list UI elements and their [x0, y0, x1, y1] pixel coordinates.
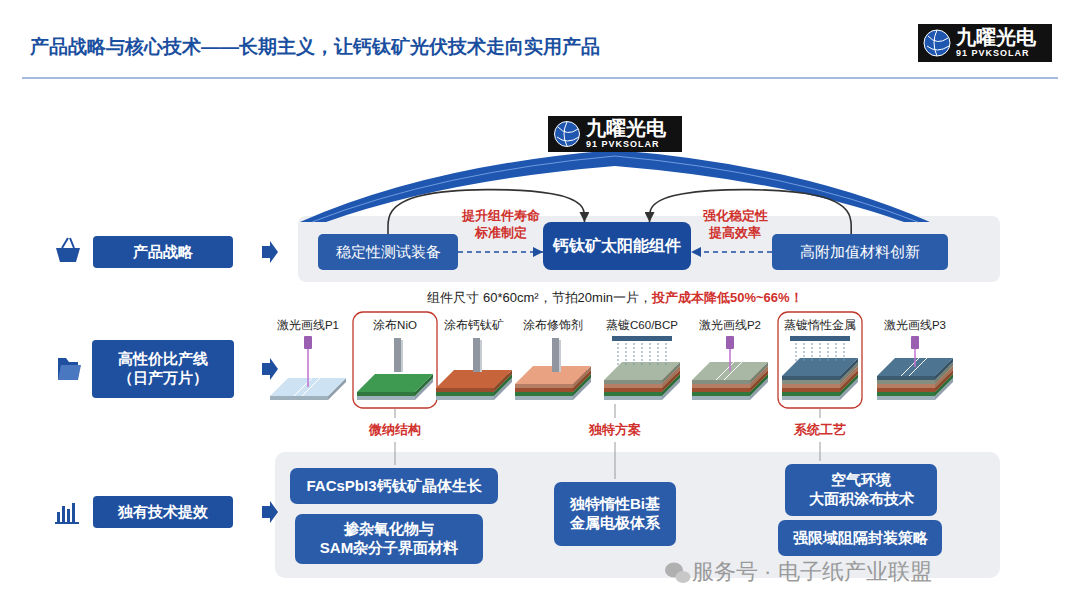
process-step-figure: [692, 336, 768, 400]
basket-icon: [56, 238, 80, 262]
row-label: 产品战略: [93, 236, 233, 268]
globe-icon: [550, 116, 584, 152]
folder-icon: [58, 358, 81, 380]
technology-box: 掺杂氧化物与 SAM杂分子界面材料: [295, 514, 483, 564]
spec-line: 组件尺寸 60*60cm²，节拍20min一片，投产成本降低50%~66%！: [300, 289, 930, 307]
box-text: 独有技术提效: [118, 503, 208, 522]
watermark: 服务号 · 电子纸产业联盟: [692, 559, 932, 585]
dashed-arrow: [691, 251, 772, 253]
step-label: 涂布修饰剂: [508, 318, 598, 332]
row-label: 高性价比产线 （日产万片）: [92, 340, 234, 398]
box-text: FACsPbI3钙钛矿晶体生长: [306, 477, 481, 496]
strategy-box: 高附加值材料创新: [772, 234, 948, 270]
edge-label: 提升组件寿命 标准制定: [458, 207, 544, 241]
row-arrow: [262, 241, 278, 263]
box-text: 高性价比产线 （日产万片）: [100, 350, 226, 388]
spec-highlight: 投产成本降低50%~66%！: [652, 289, 803, 307]
step-label: 涂布钙钛矿: [429, 318, 519, 332]
company-logo: 九曜光电91 PVKSOLAR: [548, 116, 682, 152]
wechat-icon: [665, 563, 691, 584]
step-label: 激光画线P2: [685, 318, 775, 332]
arc-highlight: [312, 156, 918, 222]
technology-box: 独特惰性Bi基 金属电极体系: [554, 482, 676, 546]
logo-subname: 91 PVKSOLAR: [586, 139, 660, 150]
process-step-figure: [877, 336, 953, 400]
process-step-figure: [357, 338, 433, 400]
box-text: 高附加值材料创新: [800, 243, 920, 262]
logo-name: 九曜光电: [956, 26, 1036, 48]
header-rule: [22, 77, 1058, 78]
bar-chart-icon: [55, 503, 79, 524]
process-step-figure: [782, 336, 858, 400]
step-label: 激光画线P1: [263, 318, 353, 332]
box-text: 钙钛矿太阳能组件: [553, 236, 681, 256]
box-text: 稳定性测试装备: [336, 243, 441, 262]
edge-label: 强化稳定性 提高效率: [692, 207, 778, 241]
core-product-box: 钙钛矿太阳能组件: [543, 222, 691, 270]
globe-icon: [920, 24, 954, 62]
box-text: 独特惰性Bi基 金属电极体系: [562, 495, 668, 533]
technology-box: FACsPbI3钙钛矿晶体生长: [290, 468, 498, 504]
technology-box: 空气环境 大面积涂布技术: [785, 464, 937, 516]
feature-tag: 微纳结构: [355, 421, 435, 439]
process-step-figure: [270, 336, 346, 400]
step-label: 蒸镀C60/BCP: [597, 318, 687, 332]
process-step-figure: [604, 336, 680, 400]
dashed-arrow: [458, 251, 543, 253]
strategy-band: [298, 216, 1000, 282]
logo-name: 九曜光电: [586, 117, 666, 139]
box-text: 产品战略: [133, 243, 193, 262]
blue-arc: [300, 150, 930, 222]
process-step-figure: [436, 338, 512, 400]
feature-tag: 独特方案: [575, 421, 655, 439]
strategy-box: 稳定性测试装备: [318, 234, 458, 270]
row-arrow: [262, 501, 278, 523]
step-label: 蒸镀惰性金属: [775, 318, 865, 332]
technology-box: 强限域阻隔封装策略: [778, 520, 942, 556]
process-step-figure: [515, 338, 591, 400]
step-label: 涂布NiO: [350, 318, 440, 332]
row-arrow: [262, 358, 278, 380]
step-label: 激光画线P3: [870, 318, 960, 332]
slide-title: 产品战略与核心技术——长期主义，让钙钛矿光伏技术走向实用产品: [30, 34, 600, 60]
box-text: 掺杂氧化物与 SAM杂分子界面材料: [303, 520, 475, 558]
feature-tag: 系统工艺: [780, 421, 860, 439]
logo-subname: 91 PVKSOLAR: [956, 48, 1030, 59]
box-text: 空气环境 大面积涂布技术: [793, 471, 929, 509]
spec-text: 组件尺寸 60*60cm²，节拍20min一片，: [427, 289, 652, 307]
row-label: 独有技术提效: [93, 496, 233, 528]
box-text: 强限域阻隔封装策略: [793, 529, 928, 548]
company-logo: 九曜光电91 PVKSOLAR: [918, 24, 1052, 62]
